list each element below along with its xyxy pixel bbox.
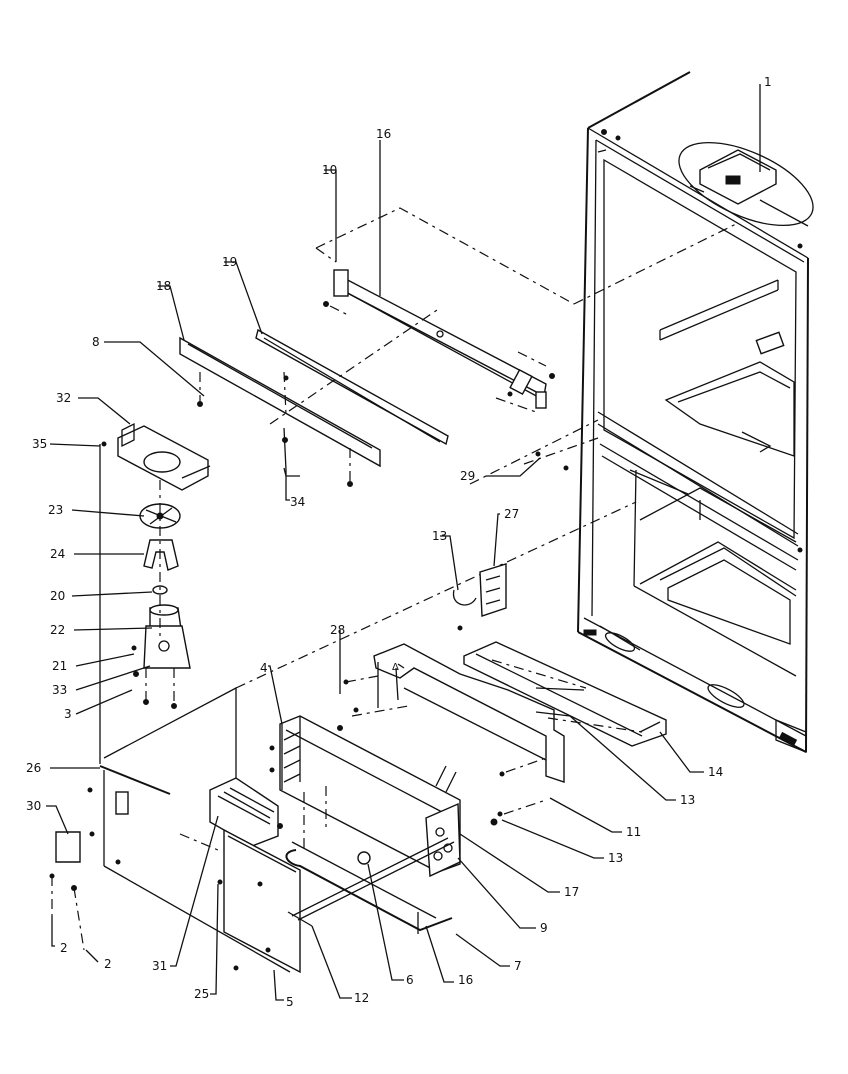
callout-2-a: 2	[60, 941, 68, 955]
callout-23: 23	[48, 503, 63, 517]
callout-28: 28	[330, 623, 345, 637]
callout-18: 18	[156, 279, 171, 293]
callout-8: 8	[92, 335, 100, 349]
callout-10: 10	[322, 163, 337, 177]
callout-13-a: 13	[432, 529, 447, 543]
callout-27: 27	[504, 507, 519, 521]
evaporator-cover	[49, 686, 301, 974]
svg-text:Δ: Δ	[392, 662, 399, 673]
callout-3: 3	[64, 707, 72, 721]
leader-lines	[46, 84, 761, 1001]
callout-7: 7	[514, 959, 522, 973]
callout-16-b: 16	[458, 973, 473, 987]
callout-2-b: 2	[104, 957, 112, 971]
callout-11: 11	[626, 825, 641, 839]
callout-30: 30	[26, 799, 41, 813]
callout-1: 1	[764, 75, 772, 89]
callout-31: 31	[152, 959, 167, 973]
front-rail	[179, 336, 381, 487]
callout-21: 21	[52, 659, 67, 673]
callout-29: 29	[460, 469, 475, 483]
callout-13-c: 13	[608, 851, 623, 865]
callout-35: 35	[32, 437, 47, 451]
callout-13-b: 13	[680, 793, 695, 807]
upper-rail-assembly	[315, 207, 575, 413]
bracket-27	[452, 437, 599, 631]
callout-25: 25	[194, 987, 209, 1001]
callout-22: 22	[50, 623, 65, 637]
callout-9: 9	[540, 921, 548, 935]
callout-20: 20	[50, 589, 65, 603]
refrigerator-cabinet	[577, 71, 814, 753]
callout-6: 6	[406, 973, 414, 987]
duct-tray	[463, 641, 667, 747]
callout-16-a: 16	[376, 127, 391, 141]
callout-5: 5	[286, 995, 294, 1009]
callout-33: 33	[52, 683, 67, 697]
callout-19: 19	[222, 255, 237, 269]
callout-17: 17	[564, 885, 579, 899]
callout-26: 26	[26, 761, 41, 775]
fan-motor-assembly	[101, 422, 211, 709]
callout-32: 32	[56, 391, 71, 405]
evaporator-assembly	[269, 715, 461, 934]
callout-12: 12	[354, 991, 369, 1005]
callout-labels: 1 2 2 3 4 5 6 7 8 9 10 11 12 13 13 13 14…	[26, 75, 772, 1009]
callout-34: 34	[290, 495, 305, 509]
rear-duct-panel: Δ	[343, 643, 565, 826]
callout-24: 24	[50, 547, 65, 561]
callout-4: 4	[260, 661, 268, 675]
middle-rail	[255, 328, 449, 446]
callout-14: 14	[708, 765, 723, 779]
